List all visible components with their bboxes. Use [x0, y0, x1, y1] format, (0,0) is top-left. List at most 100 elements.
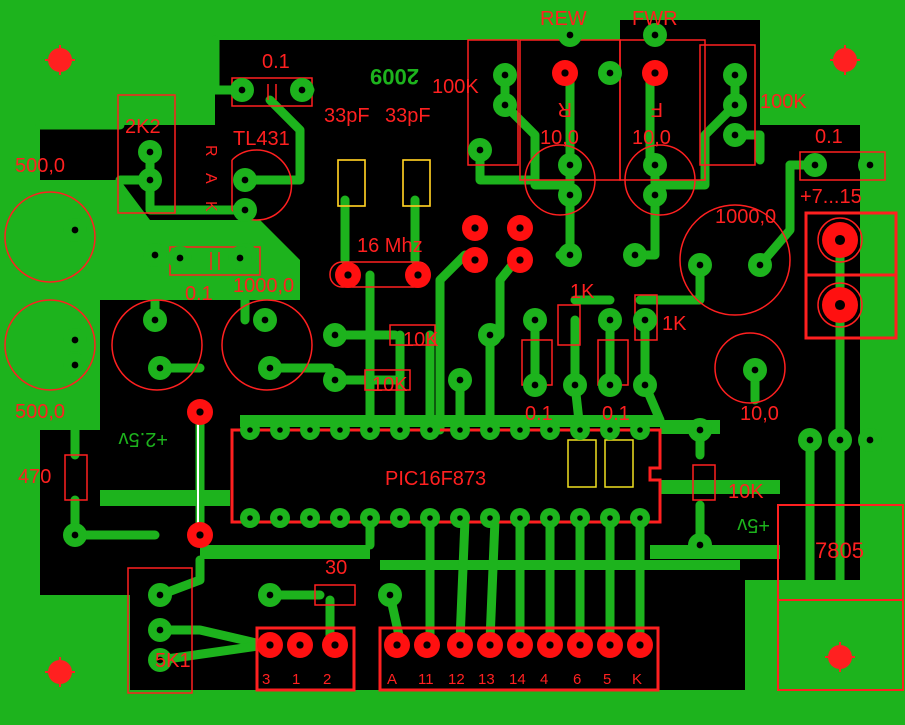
pad-hole: [261, 316, 269, 324]
pad-hole: [146, 148, 154, 156]
mcu-pin-hole: [637, 427, 643, 433]
mcu-pin-hole: [337, 515, 343, 521]
pad-hole: [238, 86, 246, 94]
label-ref-a: A: [202, 173, 219, 184]
label-trim-5k1: 5K1: [155, 650, 191, 672]
label-trim-100k-l: 100K: [432, 76, 479, 98]
label-crystal: 16 Mhz: [357, 235, 423, 257]
connector-pin-hole: [296, 641, 304, 649]
pad-hole: [696, 426, 704, 434]
pad-hole: [631, 251, 639, 259]
label-mcu: PIC16F873: [385, 468, 486, 490]
connector-pin-hole: [636, 641, 644, 649]
highlight-pad-hole: [516, 224, 524, 232]
terminal-pad-hole: [834, 234, 846, 246]
label-crystal-cap-1: 33pF: [324, 105, 370, 127]
connector-large-label: 4: [540, 671, 548, 688]
mcu-pin-hole: [607, 427, 613, 433]
label-ref-k: K: [202, 201, 219, 212]
pad-hole: [151, 316, 159, 324]
mcu-pin-hole: [427, 427, 433, 433]
connector-pin-hole: [576, 641, 584, 649]
pad-hole: [501, 101, 509, 109]
pad-hole: [696, 261, 704, 269]
connector-large-label: 14: [509, 671, 526, 688]
pad-hole: [731, 131, 739, 139]
mcu-pin-hole: [637, 515, 643, 521]
pad-hole: [531, 316, 539, 324]
connector-pin-hole: [456, 641, 464, 649]
connector-pin-hole: [331, 641, 339, 649]
mcu-pin-hole: [457, 427, 463, 433]
mcu-pin-hole: [577, 515, 583, 521]
pad-hole: [641, 381, 649, 389]
highlight-pad-hole: [196, 408, 204, 416]
labels: 0.1 2009 33pF 33pF 100K 100K REW FWR R F…: [15, 8, 864, 672]
connector-small-label: 3: [262, 671, 270, 688]
mcu-pin-hole: [277, 427, 283, 433]
highlight-pad-hole: [196, 531, 204, 539]
label-c-dec1: 0.1: [525, 403, 553, 425]
label-r-10k-a: 10K: [403, 329, 439, 351]
pad-hole: [176, 254, 184, 262]
pad-hole: [331, 376, 339, 384]
label-el-500a: 500,0: [15, 155, 65, 177]
pad-hole: [731, 101, 739, 109]
pad-hole: [71, 336, 79, 344]
pad-hole: [836, 436, 844, 444]
label-c-dec2: 0.1: [602, 403, 630, 425]
mounting-hole-tl: [45, 45, 75, 75]
label-r-30: 30: [325, 557, 347, 579]
label-r-1k-a: 1K: [570, 281, 595, 303]
pad-hole: [651, 31, 659, 39]
mcu-pin-hole: [247, 427, 253, 433]
pad-hole: [476, 146, 484, 154]
pad-hole: [531, 381, 539, 389]
highlight-pad-hole: [471, 224, 479, 232]
mcu-pin-hole: [547, 515, 553, 521]
pad-hole: [241, 176, 249, 184]
mcu-pin-hole: [517, 427, 523, 433]
connector-small-label: 1: [292, 671, 300, 688]
label-button-mark-f: F: [651, 98, 663, 120]
label-r-470: 470: [18, 466, 51, 488]
terminal-pad-hole: [834, 299, 846, 311]
pad-hole: [811, 161, 819, 169]
connector-large-label: 6: [573, 671, 581, 688]
mcu-pin-hole: [547, 427, 553, 433]
connector-large-label: A: [387, 671, 397, 688]
pad-hole: [696, 541, 704, 549]
pad-hole: [606, 316, 614, 324]
pads: [63, 23, 882, 672]
highlight-pad-hole: [516, 256, 524, 264]
mcu-pin-hole: [307, 515, 313, 521]
connector-large-label: 13: [478, 671, 495, 688]
label-c-right: 0.1: [815, 126, 843, 148]
pad-hole: [806, 436, 814, 444]
pad-hole: [331, 331, 339, 339]
label-fwr: FWR: [632, 8, 678, 30]
label-r-10k-c: 10K: [728, 481, 764, 503]
mcu-pin-hole: [307, 427, 313, 433]
mcu-pin-hole: [517, 515, 523, 521]
mcu-pin-hole: [247, 515, 253, 521]
pad-hole: [566, 161, 574, 169]
label-year: 2009: [370, 64, 419, 89]
pad-hole: [386, 591, 394, 599]
mcu-pin-hole: [427, 515, 433, 521]
pad-hole: [266, 591, 274, 599]
pad-hole: [241, 206, 249, 214]
label-regulator: 7805: [815, 538, 864, 563]
mcu-pin-hole: [277, 515, 283, 521]
mcu-pin-hole: [397, 515, 403, 521]
pad-hole: [156, 364, 164, 372]
mounting-holes: [45, 45, 860, 687]
label-rew: REW: [540, 8, 587, 30]
mcu-pin-hole: [577, 427, 583, 433]
pad-hole: [71, 361, 79, 369]
pad-hole: [156, 626, 164, 634]
pad-hole: [151, 251, 159, 259]
pad-hole: [146, 176, 154, 184]
